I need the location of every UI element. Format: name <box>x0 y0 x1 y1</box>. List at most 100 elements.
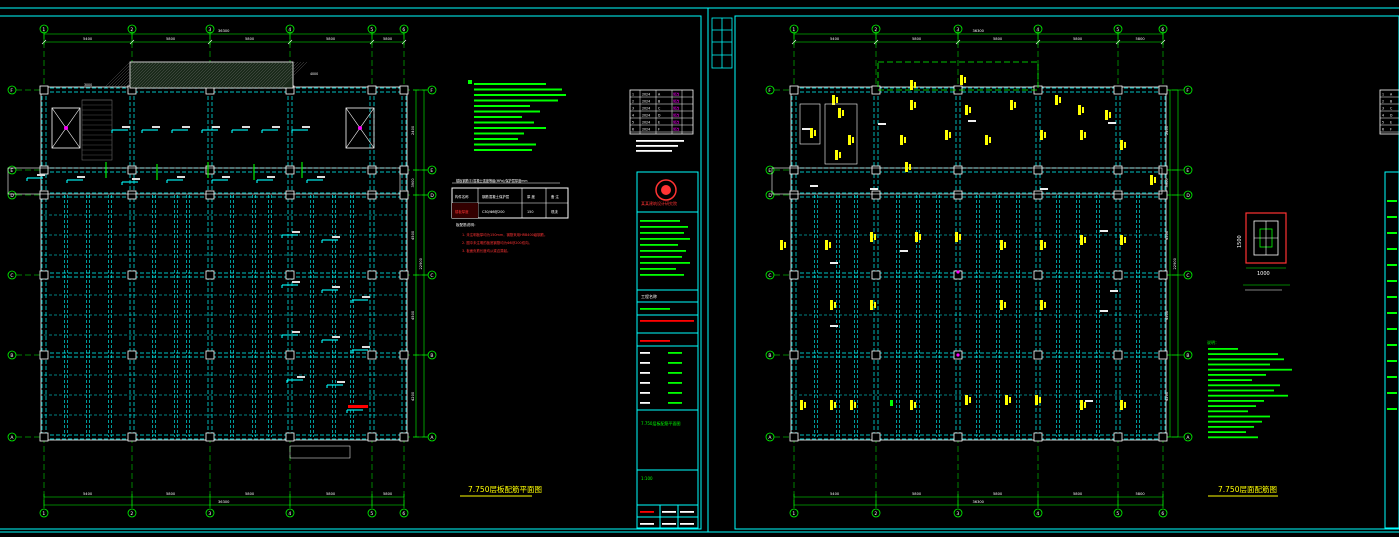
green-mark <box>890 400 893 406</box>
hatch-line <box>268 61 296 89</box>
rev-cell: 修改 <box>673 120 680 125</box>
tb-line-right <box>1387 392 1397 394</box>
tb-line-right <box>1387 232 1397 234</box>
dim-top-total: 36300 <box>218 29 230 33</box>
dim-top-span-0: 5400 <box>83 37 93 41</box>
column <box>1158 165 1168 175</box>
slab-note-2: 2. 图中未注明的板底钢筋均为Φ8@200双向。 <box>462 240 532 245</box>
sheet-right-title[interactable]: 7.750层面配筋图 <box>1218 484 1277 494</box>
note-line-12 <box>474 149 532 151</box>
hatch-line <box>187 61 215 89</box>
note-line-4 <box>474 105 530 107</box>
column <box>1113 165 1123 175</box>
corridor-band <box>7 167 401 195</box>
axis-bubble-bottom <box>285 508 295 518</box>
note-line-0 <box>474 83 546 85</box>
beam-label-white <box>878 123 886 125</box>
rebar-label-yellow <box>874 302 876 308</box>
hatch-line <box>127 61 155 89</box>
rebar-label-yellow <box>969 107 971 113</box>
rebar-label-yellow <box>1124 237 1126 243</box>
tb-line <box>640 523 654 525</box>
rebar-label-yellow <box>1150 175 1153 185</box>
rebar-label-yellow <box>959 234 961 240</box>
rebar-label-yellow <box>1014 102 1016 108</box>
rebar-labels-right <box>780 75 1156 410</box>
rev-cell: F <box>658 128 660 132</box>
column <box>399 350 409 360</box>
axis-bubble-left <box>765 270 775 280</box>
column <box>1158 190 1168 200</box>
axis-label-top-5: 6 <box>402 27 405 33</box>
hatch-line <box>250 61 278 89</box>
tb-line <box>640 250 686 252</box>
hatch-line <box>175 61 203 89</box>
beam-label-white <box>1040 188 1048 190</box>
rebar-label-yellow <box>1082 107 1084 113</box>
column <box>871 165 881 175</box>
sheet-left-title[interactable]: 7.750层板配筋平面图 <box>468 484 542 494</box>
column <box>871 190 881 200</box>
note-line-9 <box>474 132 524 135</box>
rebar-label-yellow <box>1154 177 1156 183</box>
note-line-15 <box>1208 426 1254 428</box>
axis-label-right-2: D <box>430 193 434 199</box>
column <box>39 165 49 175</box>
dim-right-span-1: 3900 <box>411 178 415 188</box>
rev-cell: 5 <box>1382 121 1384 125</box>
rebar-label-yellow <box>1080 130 1083 140</box>
tb-line <box>668 382 682 384</box>
note-line-7 <box>1208 384 1280 387</box>
column <box>39 85 49 95</box>
axis-bubble-bottom <box>1158 508 1168 518</box>
axis-label-bottom-0: 1 <box>42 511 45 517</box>
rev-cell: D <box>658 114 661 118</box>
tb-line <box>668 372 682 374</box>
rebar-label <box>332 286 340 288</box>
tb-line-right <box>1387 328 1397 330</box>
rebar-label-yellow <box>830 400 833 410</box>
rebar-label-yellow <box>1039 397 1041 403</box>
title-block-drawing: 7.750层板配筋平面图 <box>641 420 680 426</box>
hatch-line <box>142 61 170 89</box>
axis-label-bottom-2: 3 <box>956 511 959 517</box>
axis-bubble-right <box>1183 165 1193 175</box>
hatch-line <box>277 61 305 89</box>
rev-cell: C <box>1390 107 1393 111</box>
dim-bottom-span-0: 5400 <box>830 492 840 496</box>
hatch-line <box>220 61 248 89</box>
rebar-label-yellow <box>985 135 988 145</box>
rebar-label <box>292 231 300 233</box>
rebar-label-yellow <box>835 150 838 160</box>
hatch-line <box>235 61 263 89</box>
shaft-center <box>64 126 68 130</box>
hatch-line <box>223 61 251 89</box>
title-block-institute: 某某建筑设计研究院 <box>641 200 677 206</box>
column <box>127 270 137 280</box>
rebar-label-yellow <box>910 100 913 110</box>
note-line-7 <box>474 121 534 124</box>
dim-top-span-4: 5800 <box>1136 37 1146 41</box>
tb-line <box>668 352 682 354</box>
sheet-frames <box>0 7 1399 533</box>
slab-table-header-1: 钢筋混凝土保护层 <box>482 194 510 199</box>
beam-label-white <box>830 262 838 264</box>
dim-right-span-4: 4200 <box>411 391 415 401</box>
column-detail[interactable]: 1000 1500 <box>1237 212 1290 291</box>
rebar-label-yellow <box>1040 130 1043 140</box>
axis-bubble-bottom <box>205 508 215 518</box>
rebar-label-yellow <box>964 77 966 83</box>
dim-right-span-4: 4200 <box>1165 391 1169 401</box>
axis-label-right-4: B <box>1186 353 1189 359</box>
rebar-label-yellow <box>810 128 813 138</box>
hatch-line <box>265 61 293 89</box>
axis-label-right-0: F <box>1186 88 1189 94</box>
dim-bottom-total: 36300 <box>218 500 230 504</box>
tb-line-right <box>1387 312 1397 314</box>
axis-label-bottom-3: 4 <box>288 511 291 517</box>
dim-top-span-2: 5800 <box>993 37 1003 41</box>
hatch-line <box>133 61 161 89</box>
